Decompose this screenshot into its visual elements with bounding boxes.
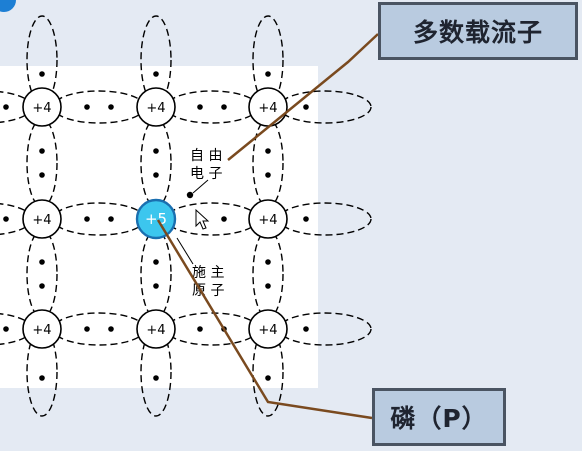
valence-electron [197, 326, 203, 332]
majority-carrier-callout: 多数载流子 [378, 2, 578, 60]
valence-electron [39, 71, 45, 77]
donor-atom-label-line1: 施 主 [192, 265, 224, 281]
valence-electron [265, 148, 271, 154]
free-electron-label-line2: 电 子 [190, 166, 222, 182]
valence-electron [3, 326, 9, 332]
valence-electron [108, 326, 114, 332]
host-atom [248, 309, 288, 349]
majority-carrier-leader-line [227, 33, 379, 161]
host-atom [22, 309, 62, 349]
valence-electron [39, 283, 45, 289]
valence-electron [108, 216, 114, 222]
valence-electron [221, 216, 227, 222]
host-atom [248, 199, 288, 239]
host-atom-charge: +4 [146, 101, 165, 116]
donor-atom [135, 198, 177, 240]
valence-electron [265, 172, 271, 178]
valence-electron [153, 172, 159, 178]
free-electron-label-line1: 自 由 [190, 148, 222, 164]
valence-electron [265, 283, 271, 289]
donor-atom-pointer [176, 237, 194, 265]
host-atom-charge: +4 [32, 213, 51, 228]
valence-electron [3, 216, 9, 222]
host-atom-charge: +4 [258, 213, 277, 228]
valence-electron [221, 104, 227, 110]
host-atom [136, 87, 176, 127]
valence-electron [265, 375, 271, 381]
host-atom-charge: +4 [258, 323, 277, 338]
host-atom-charge: +4 [32, 323, 51, 338]
valence-electron [3, 104, 9, 110]
atoms: +4 +4 +4 +4 +5 +4 +4 +4 +4 [22, 87, 288, 349]
valence-electron [265, 71, 271, 77]
valence-electron [153, 148, 159, 154]
valence-electron [153, 259, 159, 265]
free-electron [186, 191, 194, 199]
host-atom-charge: +4 [258, 101, 277, 116]
valence-electron [84, 104, 90, 110]
valence-electron [153, 71, 159, 77]
valence-electron [265, 259, 271, 265]
phosphorus-leader-line [156, 219, 373, 420]
host-atom-charge: +4 [32, 101, 51, 116]
valence-electron [84, 216, 90, 222]
host-atom [22, 87, 62, 127]
donor-atom-charge: +5 [145, 210, 167, 228]
host-atom-charge: +4 [146, 323, 165, 338]
mouse-cursor-icon [195, 208, 210, 230]
valence-electron [303, 326, 309, 332]
valence-electron [153, 375, 159, 381]
donor-atom-label-line2: 原 子 [192, 283, 224, 299]
valence-electron [303, 104, 309, 110]
valence-electron [303, 216, 309, 222]
host-atom [136, 309, 176, 349]
valence-electron [153, 283, 159, 289]
phosphorus-callout: 磷（P） [372, 388, 506, 446]
valence-electrons [3, 71, 309, 381]
valence-electron [39, 375, 45, 381]
host-atom [22, 199, 62, 239]
valence-electron [197, 104, 203, 110]
free-electron-pointer [192, 179, 209, 194]
valence-electron [39, 172, 45, 178]
valence-electron [39, 259, 45, 265]
valence-electron [84, 326, 90, 332]
valence-electron [108, 104, 114, 110]
valence-electron [39, 148, 45, 154]
